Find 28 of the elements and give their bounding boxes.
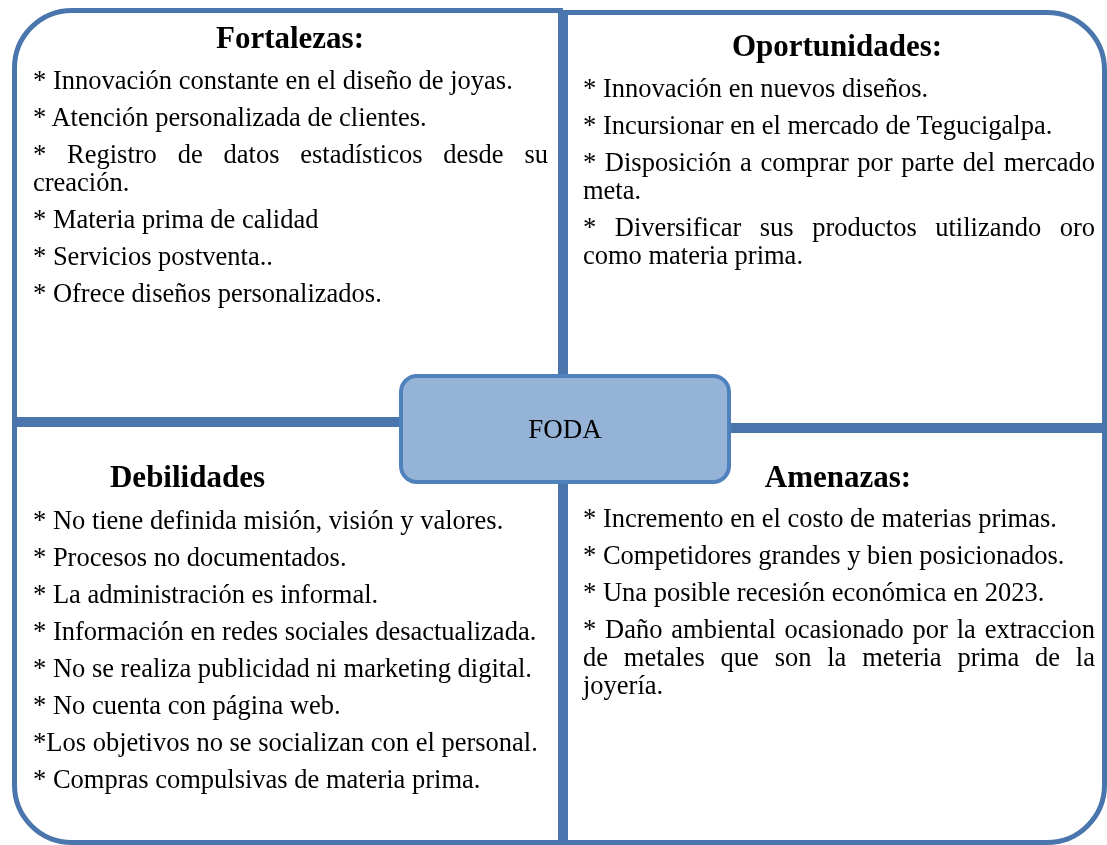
center-label: FODA: [528, 413, 602, 445]
bullet-item: * Materia prima de calidad: [33, 205, 320, 233]
bullet-item: * Servicios postventa..: [33, 242, 274, 270]
bullet-item: * No se realiza publicidad ni marketing digital.: [33, 654, 533, 682]
bullet-item: * Información en redes sociales desactualizada.: [33, 617, 538, 645]
bullet-item: * Una posible recesión económica en 2023.: [583, 578, 1046, 606]
bullet-item: * No cuenta con página web.: [33, 691, 342, 719]
bullet-item: * Daño ambiental ocasionado por la extraccion de metales que son la meteria prima de la joyería.: [583, 615, 1095, 699]
bullet-item: * Disposición a comprar por parte del mercado meta.: [583, 148, 1095, 204]
bullet-item: *Los objetivos no se socializan con el personal.: [33, 728, 539, 756]
bullet-item: * Diversificar sus productos utilizando oro como materia prima.: [583, 213, 1095, 269]
bullet-item: * Compras compulsivas de materia prima.: [33, 765, 482, 793]
bullet-item: * Ofrece diseños personalizados.: [33, 279, 383, 307]
section-heading: Debilidades: [109, 461, 266, 493]
center-box: [399, 374, 731, 484]
bullet-item: * La administración es informal.: [33, 580, 380, 608]
bullet-item: * Atención personalizada de clientes.: [33, 103, 428, 131]
section-heading: Oportunidades:: [730, 30, 944, 62]
bullet-item: * Competidores grandes y bien posicionados.: [583, 541, 1066, 569]
bullet-item: * Innovación en nuevos diseños.: [583, 74, 930, 102]
section-heading: Amenazas:: [763, 461, 913, 493]
section-heading: Fortalezas:: [214, 22, 365, 54]
bullet-item: * Incursionar en el mercado de Tegucigalpa.: [583, 111, 1054, 139]
bullet-item: * Procesos no documentados.: [33, 543, 348, 571]
bullet-item: * Incremento en el costo de materias primas.: [583, 504, 1058, 532]
bullet-item: * Innovación constante en el diseño de joyas.: [33, 66, 514, 94]
bullet-item: * No tiene definida misión, visión y valores.: [33, 506, 505, 534]
bullet-item: * Registro de datos estadísticos desde su creación.: [33, 140, 548, 196]
